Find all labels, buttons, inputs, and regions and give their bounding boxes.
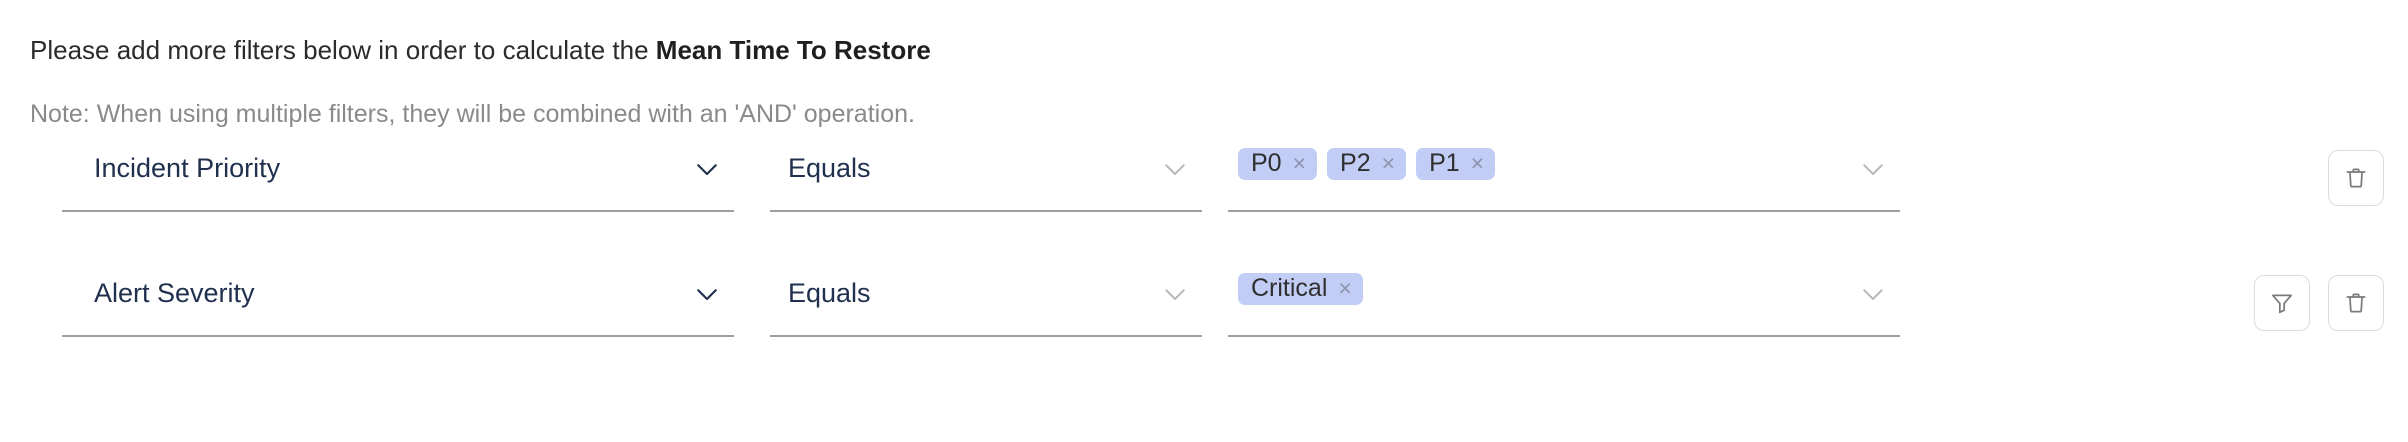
add-filter-button[interactable] (2254, 275, 2310, 331)
attribute-select[interactable]: Alert Severity (62, 275, 734, 337)
values-select[interactable]: Critical × (1228, 273, 1900, 337)
attribute-select-value: Alert Severity (94, 278, 255, 308)
values-select[interactable]: P0 × P2 × P1 × (1228, 148, 1900, 212)
chevron-down-icon (692, 154, 722, 184)
operator-select-value: Equals (788, 153, 871, 183)
value-chip-list: Critical × (1238, 273, 1363, 305)
close-icon[interactable]: × (1338, 274, 1352, 301)
value-chip-list: P0 × P2 × P1 × (1238, 148, 1496, 180)
value-chip-label: P2 (1340, 148, 1371, 177)
chevron-down-icon (1858, 279, 1888, 309)
attribute-select[interactable]: Incident Priority (62, 150, 734, 212)
delete-icon (2343, 290, 2369, 316)
close-icon[interactable]: × (1381, 149, 1396, 176)
value-chip[interactable]: P2 × (1327, 148, 1407, 180)
chevron-down-icon (1160, 279, 1190, 309)
operator-select[interactable]: Equals (770, 275, 1202, 337)
value-chip[interactable]: Critical × (1238, 273, 1363, 305)
headline-metric-name: Mean Time To Restore (655, 35, 931, 65)
row-actions (2254, 275, 2384, 331)
close-icon[interactable]: × (1292, 149, 1307, 176)
filter-note: Note: When using multiple filters, they … (30, 100, 915, 128)
filter-row: Alert Severity Equals Cr (0, 273, 2408, 400)
operator-select-value: Equals (788, 278, 871, 308)
value-chip-label: Critical (1251, 273, 1328, 302)
headline-prefix: Please add more filters below in order t… (30, 35, 656, 65)
chevron-down-icon (1160, 154, 1190, 184)
chevron-down-icon (692, 279, 722, 309)
filter-row: Incident Priority Equals (0, 148, 2408, 275)
value-chip[interactable]: P1 × (1416, 148, 1496, 180)
filter-rows: Incident Priority Equals (0, 148, 2408, 400)
delete-filter-button[interactable] (2328, 275, 2384, 331)
value-chip-label: P0 (1251, 148, 1282, 177)
close-icon[interactable]: × (1470, 149, 1485, 176)
value-chip-label: P1 (1429, 148, 1460, 177)
delete-filter-button[interactable] (2328, 150, 2384, 206)
page-title: Please add more filters below in order t… (30, 34, 931, 66)
attribute-select-value: Incident Priority (94, 153, 281, 183)
filter-icon (2269, 290, 2295, 316)
chevron-down-icon (1858, 154, 1888, 184)
value-chip[interactable]: P0 × (1238, 148, 1318, 180)
delete-icon (2343, 165, 2369, 191)
operator-select[interactable]: Equals (770, 150, 1202, 212)
row-actions (2328, 150, 2384, 206)
